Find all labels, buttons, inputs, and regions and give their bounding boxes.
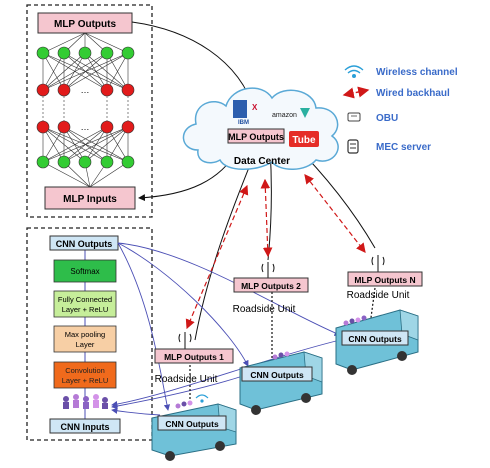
ellipsis-dots: … <box>81 122 90 132</box>
people-icon <box>343 315 367 326</box>
rsun-mlp-box <box>347 271 423 287</box>
bus-2-cnn-label: CNN Outputs <box>250 370 304 380</box>
logo-ibm: IBM <box>238 120 249 126</box>
rsu2-mlp-box <box>233 277 309 293</box>
mlp-node <box>57 83 71 97</box>
rsu1-name: Roadside Unit <box>155 374 218 385</box>
softmax-layer <box>53 259 117 283</box>
logo-amazon: amazon <box>272 112 297 119</box>
rsu1-mlp-box <box>154 348 234 364</box>
ellipsis-dots: … <box>81 85 90 95</box>
vehicle-bus-2: CNN Outputs <box>239 351 323 415</box>
rsun-name: Roadside Unit <box>347 290 410 301</box>
wifi-icon <box>344 65 364 78</box>
mlp-node <box>100 46 114 60</box>
cloud-logo-icon <box>300 108 310 118</box>
fc-label-1: Fully Connected <box>58 295 112 304</box>
mlp-outputs-label: MLP Outputs <box>54 19 116 30</box>
rsun-mlp-label: MLP Outputs N <box>354 275 415 285</box>
mlp-node <box>121 120 135 134</box>
bus-1-cnn-box <box>157 415 227 431</box>
data-center-label: Data Center <box>234 156 290 167</box>
cnn-outputs-label: CNN Outputs <box>56 239 113 249</box>
bus-n-cnn-box <box>341 330 409 346</box>
legend-mec: MEC server <box>376 142 431 153</box>
roadside-unit-2: MLP Outputs 2 Roadside Unit <box>233 262 309 315</box>
people-icon <box>63 394 108 409</box>
cnn-inputs-box <box>49 418 121 434</box>
antenna-icon <box>371 255 385 272</box>
dc-mlp-box <box>227 128 285 144</box>
bus-n-cnn-label: CNN Outputs <box>348 334 402 344</box>
mlp-node <box>36 46 50 60</box>
pool-label-1: Max pooling <box>65 330 105 339</box>
pool-label-2: Layer <box>76 340 95 349</box>
wired-arrow-icon <box>342 86 370 99</box>
fc-layer <box>53 290 117 318</box>
mlp-node <box>57 120 71 134</box>
mlp-node <box>36 120 50 134</box>
fc-label-2: Layer + ReLU <box>62 305 108 314</box>
legend: Wireless channel Wired backhaul OBU MEC … <box>342 65 458 154</box>
bus-1-cnn-label: CNN Outputs <box>165 419 219 429</box>
mlp-panel: …… MLP Outputs MLP Inputs <box>26 4 153 218</box>
mlp-inputs-box <box>44 186 136 210</box>
people-icon <box>272 351 290 360</box>
mlp-network-nodes: …… <box>36 46 135 169</box>
cnn-inputs-label: CNN Inputs <box>61 422 110 432</box>
obu-icon <box>347 112 361 122</box>
softmax-label: Softmax <box>70 267 99 276</box>
roadside-unit-n: MLP Outputs N Roadside Unit <box>347 255 423 301</box>
antenna-icon <box>178 332 192 350</box>
mlp-node <box>121 155 135 169</box>
mec-server-icon <box>347 139 359 154</box>
vehicle-bus-n: CNN Outputs <box>335 309 419 375</box>
bus-2-cnn-box <box>241 366 313 382</box>
conv-label-2: Layer + ReLU <box>62 376 108 385</box>
mlp-node <box>36 83 50 97</box>
mlp-inputs-label: MLP Inputs <box>63 194 117 205</box>
mlp-node <box>36 155 50 169</box>
mlp-node <box>57 46 71 60</box>
logo-x: X <box>252 103 258 112</box>
conv-layer <box>53 361 117 389</box>
rsu2-name: Roadside Unit <box>233 304 296 315</box>
vehicle-bus-1: CNN Outputs <box>151 394 237 461</box>
mlp-node <box>78 46 92 60</box>
mlp-node <box>121 46 135 60</box>
legend-wired: Wired backhaul <box>376 88 450 99</box>
mlp-node <box>121 83 135 97</box>
mlp-node <box>100 120 114 134</box>
antenna-icon <box>261 262 275 278</box>
server-logo-icon <box>233 100 247 118</box>
mlp-node <box>57 155 71 169</box>
conv-label-1: Convolution <box>65 366 105 375</box>
legend-obu: OBU <box>376 113 398 124</box>
rsu1-mlp-label: MLP Outputs 1 <box>164 352 224 362</box>
mlp-node <box>100 83 114 97</box>
cnn-panel: CNN Outputs Softmax Fully Connected Laye… <box>26 227 153 441</box>
data-center-cloud: X IBM amazon Tube MLP Outputs Data Cente… <box>182 87 339 170</box>
rsu2-mlp-label: MLP Outputs 2 <box>241 281 301 291</box>
people-icon <box>175 400 193 409</box>
mlp-node <box>100 155 114 169</box>
dc-mlp-label: MLP Outputs <box>228 132 284 142</box>
roadside-unit-1: MLP Outputs 1 Roadside Unit <box>154 332 234 385</box>
mlp-node <box>78 155 92 169</box>
legend-wireless: Wireless channel <box>376 67 458 78</box>
mlp-outputs-box <box>37 12 133 34</box>
wifi-icon <box>195 394 209 403</box>
logo-tube: Tube <box>292 135 316 146</box>
pool-layer <box>53 325 117 353</box>
tube-logo-box <box>289 131 319 147</box>
